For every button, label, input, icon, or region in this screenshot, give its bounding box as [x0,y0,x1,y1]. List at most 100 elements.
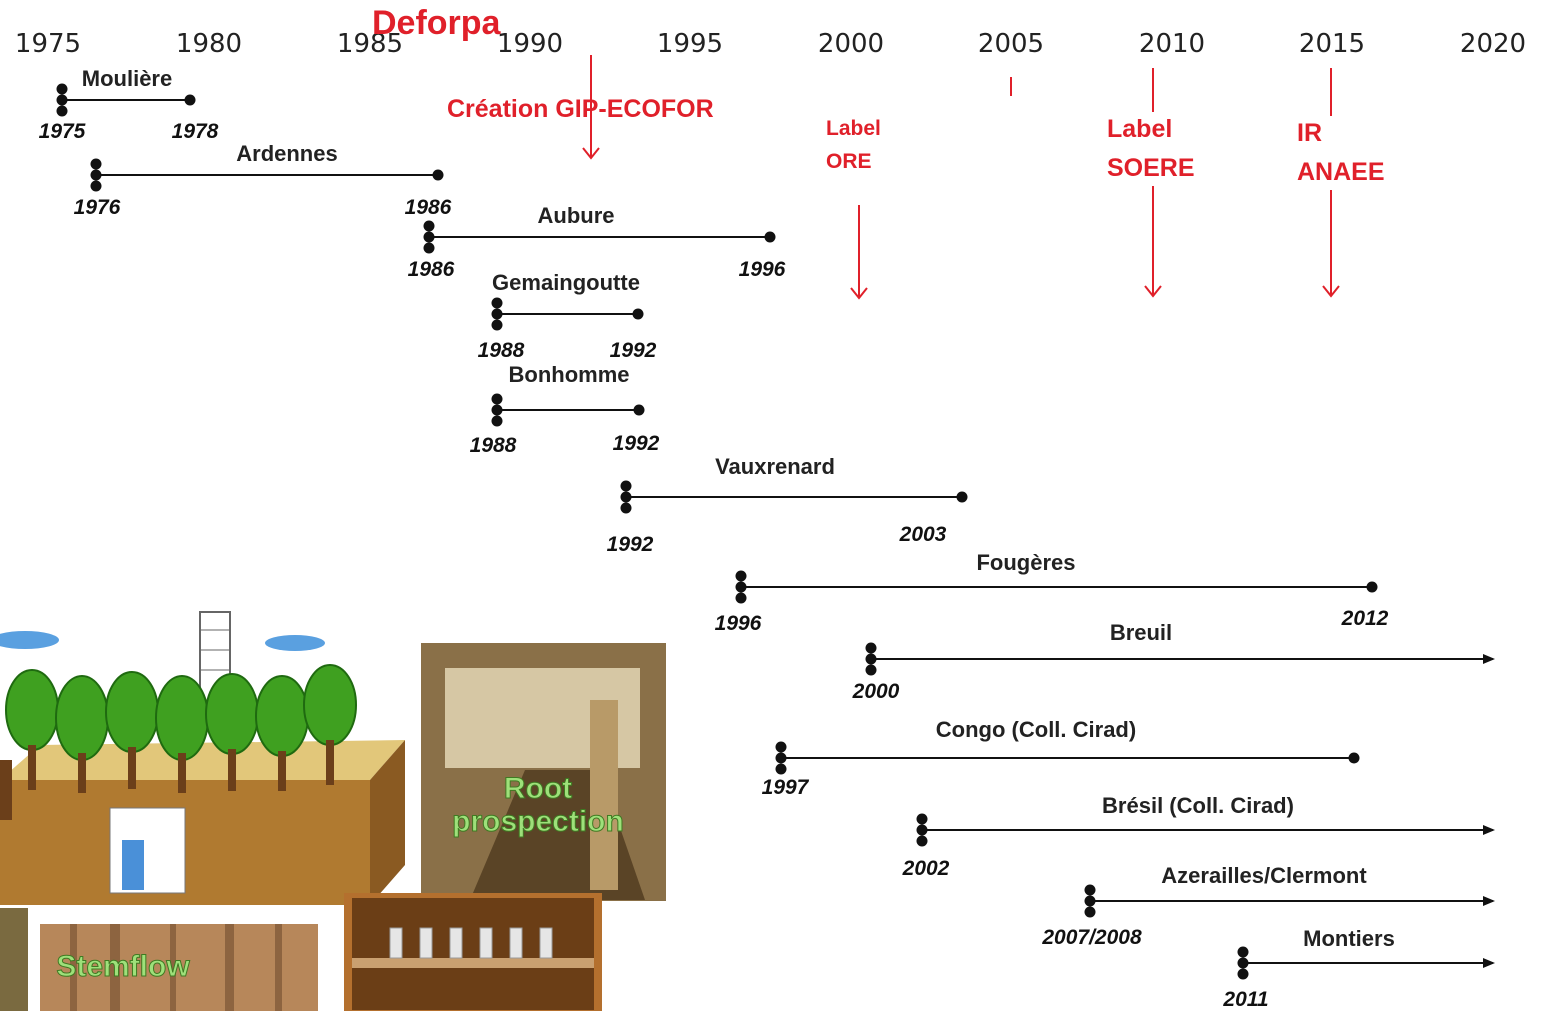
start-marker-dot [865,642,877,654]
station-start-year: 1996 [715,612,762,635]
end-marker-dot [764,231,776,243]
end-marker-dot [632,308,644,320]
year-label: 1980 [176,29,242,59]
station-name: Azerailles/Clermont [1161,863,1367,888]
end-marker-dot [432,169,444,181]
station-row: Breuil 2000 [852,620,1495,703]
start-marker-dot [56,94,68,106]
start-marker-dot [90,158,102,170]
year-label: 2005 [978,29,1044,59]
start-marker-dot [491,415,503,427]
start-marker-dot [1084,884,1096,896]
station-end-year: 1996 [739,258,786,281]
station-end-year: 2003 [899,523,947,546]
arrowhead-icon [1322,285,1340,298]
station-start-year: 1988 [470,434,517,457]
end-marker-dot [633,404,645,416]
start-marker-dot [491,393,503,405]
station-end-year: 1986 [405,196,452,219]
event-ore-line2: ORE [826,150,872,173]
year-label: 2010 [1139,29,1205,59]
event-anaee-line2: ANAEE [1297,158,1385,186]
station-start-year: 1975 [39,120,86,143]
event-soere-line2: SOERE [1107,154,1195,182]
year-axis: 1975 1980 1985 1990 1995 2000 2005 2010 … [15,29,1526,59]
arrowhead-icon [1144,285,1162,298]
start-marker-dot [735,592,747,604]
station-name: Montiers [1303,926,1395,951]
start-marker-dot [491,308,503,320]
station-row: Montiers 2011 [1222,926,1495,1011]
end-marker-dot [956,491,968,503]
end-marker-dot [184,94,196,106]
year-label: 1995 [657,29,723,59]
start-marker-dot [1237,968,1249,980]
start-marker-dot [423,231,435,243]
root-prospection-label-line2: prospection [452,805,624,838]
start-marker-dot [1237,957,1249,969]
station-start-year: 2002 [902,857,950,880]
station-start-year: 1986 [408,258,455,281]
event-gip-ecofor: Création GIP-ECOFOR [447,95,714,123]
event-anaee-line1: IR [1297,119,1322,147]
station-start-year: 1988 [478,339,525,362]
station-row: Congo (Coll. Cirad)1997 [762,717,1360,799]
station-row: Bonhomme 1988 1992 [470,362,660,457]
year-label: 1975 [15,29,81,59]
station-row: Brésil (Coll. Cirad)2002 [902,793,1495,880]
start-marker-dot [90,180,102,192]
start-marker-dot [916,835,928,847]
start-marker-dot [491,297,503,309]
event-soere-line1: Label [1107,115,1172,143]
year-label: 1985 [337,29,403,59]
start-marker-dot [620,502,632,514]
year-label: 1990 [497,29,563,59]
catchment-schema-image [0,611,405,905]
start-marker-dot [865,664,877,676]
end-marker-dot [1366,581,1378,593]
start-marker-dot [1084,906,1096,918]
start-marker-dot [916,813,928,825]
station-name: Congo (Coll. Cirad) [936,717,1136,742]
stemflow-photo: Stemflow [0,908,318,1011]
station-name: Bonhomme [509,362,630,387]
start-marker-dot [90,169,102,181]
station-name: Vauxrenard [715,454,835,479]
event-ore-line1: Label [826,117,881,140]
events: Deforpa Création GIP-ECOFOR Label ORE La… [372,4,1388,300]
start-marker-dot [491,319,503,331]
start-marker-dot [56,83,68,95]
year-label: 2015 [1299,29,1365,59]
start-marker-dot [620,480,632,492]
station-name: Moulière [82,66,172,91]
station-start-year: 1976 [74,196,121,219]
start-marker-dot [491,404,503,416]
year-label: 2000 [818,29,884,59]
start-marker-dot [423,220,435,232]
start-marker-dot [1237,946,1249,958]
start-marker-dot [916,824,928,836]
start-marker-dot [775,763,787,775]
stemflow-label: Stemflow [56,950,190,983]
station-start-year: 2000 [852,680,900,703]
end-marker-dot [1348,752,1360,764]
sampling-bottles-photo [344,893,602,1011]
station-end-year: 1992 [613,432,660,455]
year-label: 2020 [1460,29,1526,59]
station-name: Fougères [976,550,1075,575]
station-name: Breuil [1110,620,1172,645]
photo-montage: Root prospection Stemflow [0,611,666,1011]
start-marker-dot [423,242,435,254]
station-start-year: 2011 [1222,988,1268,1011]
start-marker-dot [735,570,747,582]
station-end-year: 1992 [610,339,657,362]
